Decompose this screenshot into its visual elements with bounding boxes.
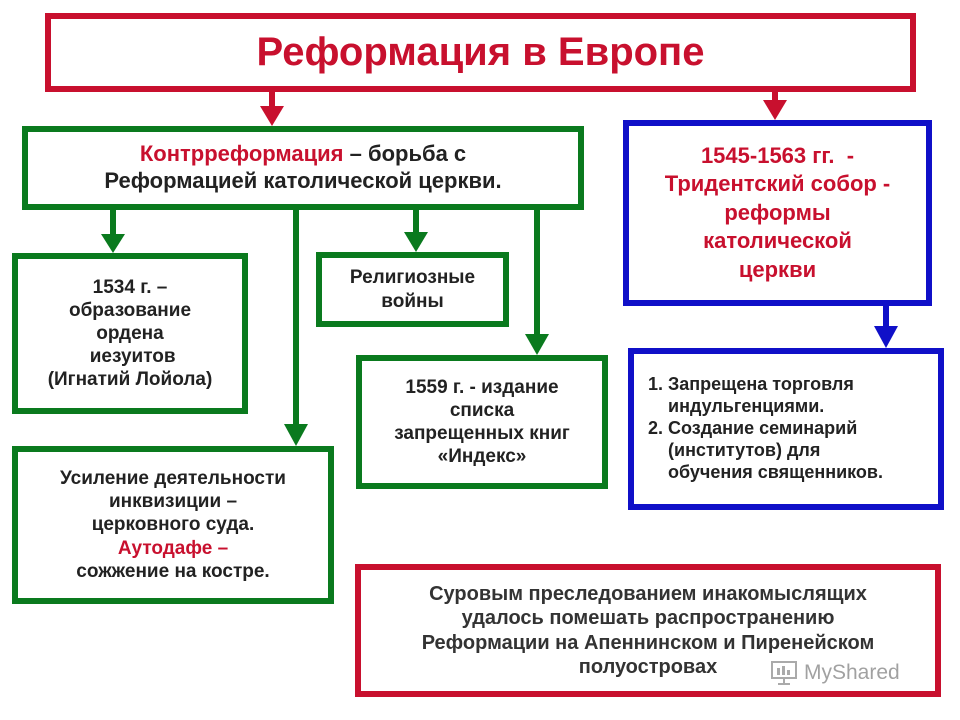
religious-wars-box: Религиозные войны: [316, 252, 509, 327]
jesuit-line: (Игнатий Лойола): [47, 369, 213, 391]
title-box: Реформация в Европе: [45, 13, 916, 92]
conclusion-line: полуостровах: [578, 655, 718, 678]
inquisition-line: Усиление деятельности: [60, 468, 286, 490]
jesuit-line: иезуитов: [84, 346, 176, 368]
wars-line: войны: [381, 290, 444, 312]
council-of-trent-box: 1545-1563 гг. - Тридентский собор - рефо…: [623, 120, 932, 306]
jesuit-line: ордена: [96, 322, 164, 344]
diagram-title: Реформация в Европе: [256, 30, 705, 75]
inquisition-line: церковного суда.: [91, 514, 255, 536]
watermark-text: MyShared: [804, 661, 900, 684]
presentation-icon: [771, 661, 797, 685]
arrow-head-title-to-counter: [260, 106, 284, 126]
conclusion-line: Реформации на Апеннинском и Пиренейском: [421, 631, 875, 654]
arrow-head-title-to-trent: [763, 100, 787, 120]
counter-reformation-line-2: Реформацией католической церкви.: [104, 168, 502, 193]
reforms-line: 1. Запрещена торговля: [648, 374, 854, 395]
index-line: «Индекс»: [437, 446, 527, 468]
arrow-head-trent-to-reforms: [874, 326, 898, 348]
conclusion-line: удалось помешать распространению: [461, 607, 835, 630]
watermark: MyShared: [770, 660, 900, 686]
inquisition-box: Усиление деятельности инквизиции – церко…: [12, 446, 334, 604]
reforms-line: индульгенциями.: [648, 396, 825, 417]
trent-line: церкви: [738, 256, 817, 282]
index-line: 1559 г. - издание: [405, 376, 559, 398]
trent-reforms-box: 1. Запрещена торговля индульгенциями. 2.…: [628, 348, 944, 510]
jesuit-order-box: 1534 г. – образование ордена иезуитов (И…: [12, 253, 248, 414]
index-of-books-box: 1559 г. - издание списка запрещенных кни…: [356, 355, 608, 489]
counter-reformation-box: Контрреформация – борьба с Реформацией к…: [22, 126, 584, 210]
arrow-head-counter-to-inquisition: [284, 424, 308, 446]
counter-reformation-definition: – борьба с: [343, 141, 467, 167]
auto-da-fe-term: Аутодафе –: [117, 537, 229, 559]
arrow-head-counter-to-jesuits: [101, 234, 125, 253]
arrow-head-counter-to-wars: [404, 232, 428, 252]
reforms-line: обучения священников.: [648, 461, 883, 482]
inquisition-line: инквизиции –: [108, 491, 238, 513]
wars-line: Религиозные: [349, 267, 476, 289]
counter-reformation-term: Контрреформация: [139, 141, 344, 167]
trent-line: Тридентский собор -: [664, 171, 891, 197]
inquisition-line: сожжение на костре.: [76, 560, 270, 582]
trent-line: реформы: [724, 199, 831, 225]
jesuit-line: образование: [68, 299, 192, 321]
index-line: запрещенных книг: [394, 423, 570, 444]
reforms-line: (институтов) для: [648, 439, 821, 460]
trent-line: 1545-1563 гг. -: [700, 142, 855, 168]
counter-reformation-line-1: Контрреформация – борьба с: [140, 141, 466, 168]
trent-line: католической: [703, 228, 852, 254]
arrow-head-counter-to-index: [525, 334, 549, 355]
index-line: списка: [449, 399, 515, 421]
jesuit-line: 1534 г. –: [92, 276, 168, 298]
reforms-line: 2. Создание семинарий: [648, 418, 858, 439]
conclusion-box: Суровым преследованием инакомыслящих уда…: [355, 564, 941, 697]
conclusion-line: Суровым преследованием инакомыслящих: [429, 582, 867, 605]
